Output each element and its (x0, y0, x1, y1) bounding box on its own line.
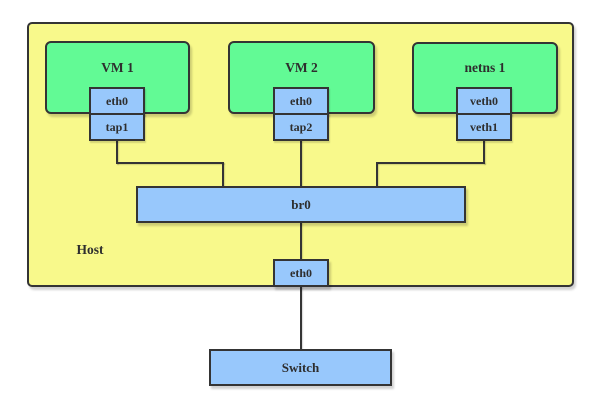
switch-label: Switch (281, 359, 320, 375)
vm1-eth0-label: eth0 (106, 93, 128, 108)
vm2-title: VM 2 (285, 59, 318, 75)
netns1-veth1-port: veth1 (456, 113, 512, 141)
connector-tap1-across (116, 162, 224, 164)
connector-tap1-down (116, 140, 118, 164)
connector-tap1-to-br0 (222, 162, 224, 188)
switch-box: Switch (209, 349, 392, 386)
netns1-veth1-label: veth1 (470, 119, 498, 134)
host-label: Host (76, 242, 104, 257)
bridge-br0-box: br0 (136, 186, 466, 223)
bridge-br0-label: br0 (291, 196, 311, 212)
connector-eth0-to-switch (300, 286, 302, 350)
host-eth0-box: eth0 (273, 259, 329, 287)
connector-tap2-to-br0 (300, 140, 302, 188)
vm2-eth0-label: eth0 (290, 93, 312, 108)
vm1-eth0-port: eth0 (89, 87, 145, 115)
connector-veth1-to-br0 (376, 162, 378, 188)
vm2-tap2-label: tap2 (289, 119, 313, 134)
netns1-title: netns 1 (464, 60, 506, 75)
vm2-eth0-port: eth0 (273, 87, 329, 115)
host-eth0-label: eth0 (290, 265, 312, 280)
vm2-tap2-port: tap2 (273, 113, 329, 141)
netns1-veth0-port: veth0 (456, 87, 512, 115)
connector-veth1-down (483, 140, 485, 164)
vm1-tap1-label: tap1 (105, 119, 129, 134)
vm1-tap1-port: tap1 (89, 113, 145, 141)
vm1-title: VM 1 (101, 59, 134, 75)
netns1-veth0-label: veth0 (470, 93, 498, 108)
connector-veth1-across (376, 162, 485, 164)
connector-br0-to-eth0 (300, 222, 302, 261)
